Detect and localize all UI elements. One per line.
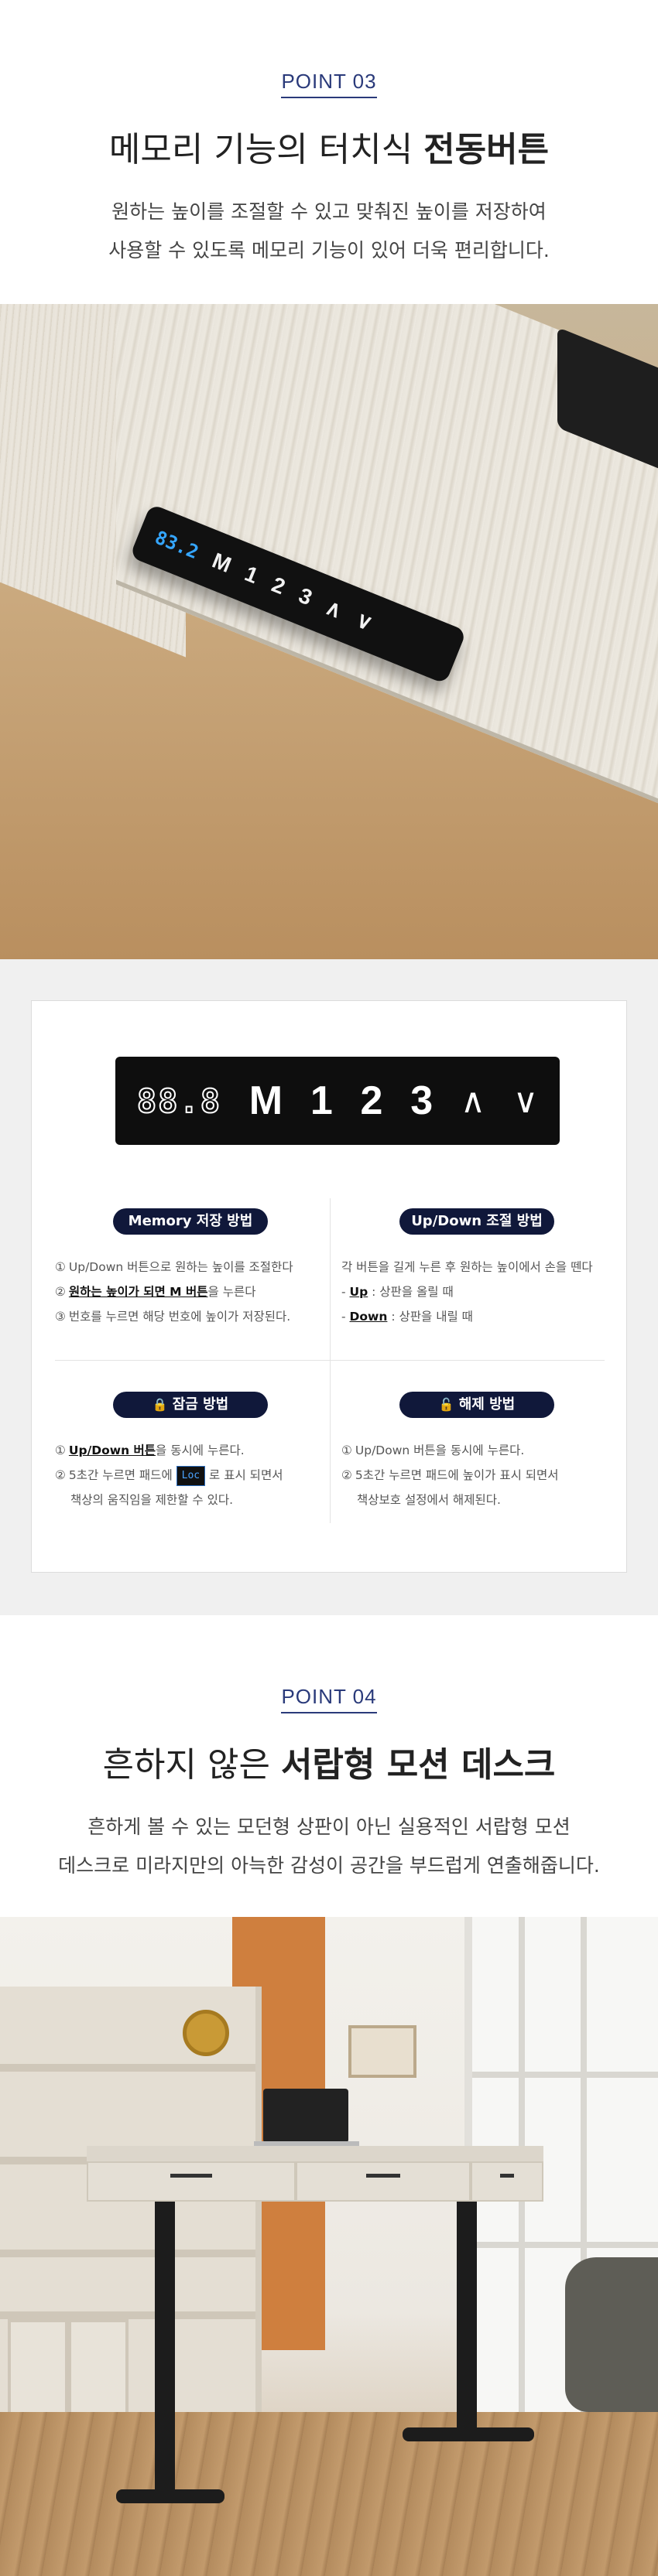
panel-key: 1 <box>241 561 262 589</box>
control-panel-diagram: 88.8 M 1 2 3 ∧ ∨ <box>115 1057 560 1145</box>
updown-steps: 각 버튼을 길게 누른 후 원하는 높이에서 손을 뗀다 - Up : 상판을 … <box>341 1255 612 1329</box>
desk-drawer <box>87 2161 296 2202</box>
clock <box>183 2010 229 2056</box>
panel-key: 2 <box>268 572 289 600</box>
desc-line: 데스크로 미라지만의 아늑한 감성이 공간을 부드럽게 연출해줍니다. <box>58 1854 600 1877</box>
section-description: 흔하게 볼 수 있는 모던형 상판이 아닌 실용적인 서랍형 모션 데스크로 미… <box>0 1808 658 1885</box>
panel-key-3: 3 <box>410 1078 434 1123</box>
laptop <box>263 2089 348 2143</box>
panel-key-2: 2 <box>360 1078 383 1123</box>
list-item: - Down : 상판을 내릴 때 <box>341 1310 473 1324</box>
desk-drawer <box>296 2161 471 2202</box>
horizontal-divider <box>55 1360 605 1361</box>
lock-icon: 🔒 <box>152 1397 168 1412</box>
panel-key: ∨ <box>352 606 377 635</box>
section-description: 원하는 높이를 조절할 수 있고 맞춰진 높이를 저장하여 사용할 수 있도록 … <box>0 193 658 270</box>
headline-normal: 흔하지 않은 <box>102 1745 281 1785</box>
loc-display: Loc <box>176 1465 206 1486</box>
lock-title-badge: 🔒잠금 방법 <box>113 1392 268 1418</box>
unlock-title-badge: 🔓해제 방법 <box>399 1392 554 1418</box>
memory-title-badge: Memory 저장 방법 <box>113 1208 268 1235</box>
updown-title-badge: Up/Down 조절 방법 <box>399 1208 554 1235</box>
panel-display: 88.8 <box>136 1081 222 1121</box>
panel-key-1: 1 <box>310 1078 333 1123</box>
armchair <box>565 2257 658 2412</box>
down-arrow-icon: ∨ <box>512 1081 539 1121</box>
up-arrow-icon: ∧ <box>460 1081 486 1121</box>
panel-key-m: M <box>248 1078 283 1123</box>
vertical-divider <box>330 1198 331 1523</box>
shelf <box>0 2311 255 2319</box>
touch-panel-photo: 83.2 M 1 2 3 ∧ ∨ <box>0 304 658 959</box>
laptop-base <box>254 2141 359 2147</box>
desk-leg <box>457 2202 477 2434</box>
headline-normal: 메모리 기능의 터치식 <box>108 130 424 169</box>
section-point-03: POINT 03 메모리 기능의 터치식 전동버튼 원하는 높이를 조절할 수 … <box>0 70 658 270</box>
desc-line: 원하는 높이를 조절할 수 있고 맞춰진 높이를 저장하여 <box>111 200 547 223</box>
height-display: 83.2 <box>152 526 202 564</box>
panel-key: 3 <box>295 583 316 610</box>
wood-floor <box>0 2412 658 2576</box>
updown-instructions: Up/Down 조절 방법 각 버튼을 길게 누른 후 원하는 높이에서 손을 … <box>341 1208 612 1329</box>
desk-top <box>87 2146 543 2161</box>
bookcase <box>0 1987 262 2466</box>
section-headline: 흔하지 않은 서랍형 모션 데스크 <box>0 1737 658 1786</box>
panel-key: ∧ <box>322 594 346 623</box>
drawer-desk-photo <box>0 1917 658 2576</box>
shelf <box>0 2250 255 2257</box>
shelf <box>0 2064 255 2072</box>
list-item: - Up : 상판을 올릴 때 <box>341 1285 454 1299</box>
headline-bold: 전동버튼 <box>423 130 550 169</box>
point-label: POINT 03 <box>281 70 377 98</box>
desk-drawer <box>471 2161 543 2202</box>
headline-bold: 서랍형 모션 데스크 <box>280 1745 556 1785</box>
section-headline: 메모리 기능의 터치식 전동버튼 <box>0 121 658 171</box>
unlock-icon: 🔓 <box>438 1397 454 1412</box>
point-label: POINT 04 <box>281 1685 377 1713</box>
picture-frame <box>348 2025 416 2078</box>
desk-foot <box>116 2489 224 2503</box>
list-item: 각 버튼을 길게 누른 후 원하는 높이에서 손을 뗀다 <box>341 1260 593 1274</box>
desk-foot <box>403 2427 534 2441</box>
desc-line: 흔하게 볼 수 있는 모던형 상판이 아닌 실용적인 서랍형 모션 <box>87 1816 571 1838</box>
section-point-04: POINT 04 흔하지 않은 서랍형 모션 데스크 흔하게 볼 수 있는 모던… <box>0 1685 658 1885</box>
desk-leg <box>155 2202 175 2496</box>
desc-line: 사용할 수 있도록 메모리 기능이 있어 더욱 편리합니다. <box>108 239 550 261</box>
panel-key: M <box>208 548 235 578</box>
